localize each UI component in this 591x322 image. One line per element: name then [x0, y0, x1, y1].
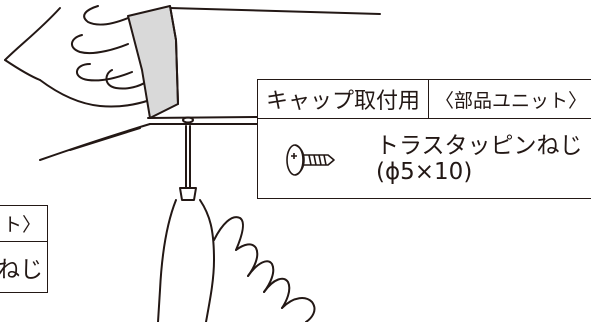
- truss-tapping-screw-icon: [286, 144, 335, 176]
- screw-cell: トラスタッピンねじ (ϕ5×10): [256, 118, 591, 199]
- cropped-table-header-row: ト〉: [0, 205, 48, 242]
- cap-icon: [127, 5, 179, 119]
- screwdriver-icon: [157, 125, 215, 322]
- unit-bottom-edge: [147, 116, 258, 119]
- cropped-body: ねじ: [0, 241, 48, 293]
- unit-top-edge: [169, 7, 381, 15]
- cropped-header: ト〉: [0, 205, 48, 242]
- parts-table: キャップ取付用 〈部品ユニット〉 トラスタッピンねじ (ϕ5×10): [256, 79, 591, 199]
- screw-name: トラスタッピンねじ: [376, 133, 583, 159]
- screw-description: トラスタッピンねじ (ϕ5×10): [376, 133, 583, 185]
- hand-icon: [4, 5, 151, 108]
- parts-unit-header: 〈部品ユニット〉: [428, 79, 591, 119]
- usage-header: キャップ取付用: [256, 79, 430, 119]
- hand-icon: [205, 216, 316, 322]
- screw-spec: (ϕ5×10): [376, 159, 473, 185]
- cropped-parts-table: ト〉 ねじ: [0, 205, 48, 293]
- screw-hole-icon: [182, 116, 194, 124]
- parts-table-header-row: キャップ取付用 〈部品ユニット〉: [256, 79, 591, 119]
- cropped-table-row: ねじ: [0, 241, 48, 293]
- parts-table-row: トラスタッピンねじ (ϕ5×10): [256, 118, 591, 199]
